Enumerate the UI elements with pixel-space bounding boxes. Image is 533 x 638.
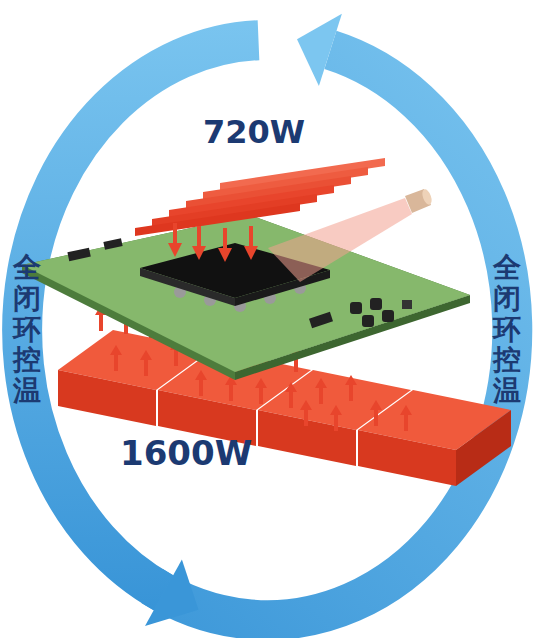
- power-label: 1600W: [120, 433, 252, 473]
- ring-text: 全闭环控温: [493, 253, 521, 407]
- pcb-board: [22, 215, 470, 380]
- heat-arrows-down: [168, 223, 258, 262]
- top-heater: [135, 158, 385, 236]
- power-label: 720W: [203, 113, 305, 151]
- ring-text: 全闭环控温: [13, 253, 41, 407]
